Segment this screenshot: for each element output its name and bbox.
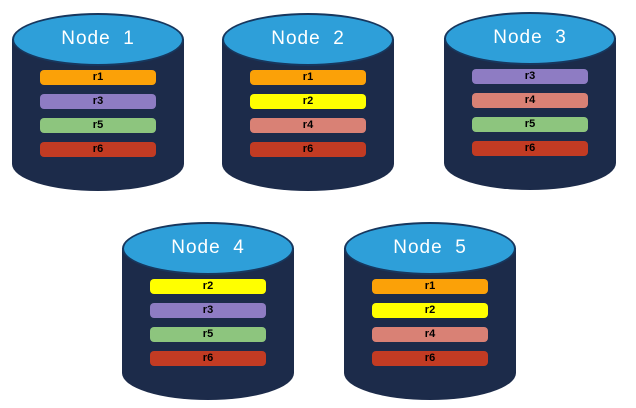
node-label: Node 1 xyxy=(61,27,135,49)
node-label: Node 2 xyxy=(271,27,345,49)
replica-label: r2 xyxy=(302,95,314,107)
replica-label: r3 xyxy=(524,70,536,82)
replica-bar: r5 xyxy=(472,117,588,132)
replica-label: r4 xyxy=(524,94,536,106)
replica-label: r2 xyxy=(424,304,436,316)
replica-label: r1 xyxy=(424,280,436,292)
replica-bar: r1 xyxy=(372,279,488,294)
replica-label: r1 xyxy=(92,71,104,83)
replica-label: r1 xyxy=(302,71,314,83)
replica-list: r3 r4 r5 r6 xyxy=(472,69,588,156)
replica-list: r1 r3 r5 r6 xyxy=(40,70,156,157)
cylinder-top: Node 2 xyxy=(222,13,394,66)
cylinder-top: Node 5 xyxy=(344,222,516,275)
replica-list: r1 r2 r4 r6 xyxy=(372,279,488,366)
node-label: Node 4 xyxy=(171,236,245,258)
replica-label: r4 xyxy=(302,119,314,131)
replica-label: r5 xyxy=(92,119,104,131)
replica-bar: r2 xyxy=(372,303,488,318)
replica-list: r1 r2 r4 r6 xyxy=(250,70,366,157)
replica-bar: r5 xyxy=(40,118,156,133)
replica-bar: r6 xyxy=(250,142,366,157)
cylinder-top: Node 1 xyxy=(12,13,184,66)
replica-bar: r4 xyxy=(472,93,588,108)
replica-bar: r1 xyxy=(250,70,366,85)
replica-bar: r4 xyxy=(372,327,488,342)
replica-label: r5 xyxy=(202,328,214,340)
replica-bar: r3 xyxy=(472,69,588,84)
replica-label: r6 xyxy=(202,352,214,364)
replica-bar: r2 xyxy=(250,94,366,109)
database-node: Node 4 r2 r3 r5 r6 xyxy=(122,222,294,400)
replica-bar: r2 xyxy=(150,279,266,294)
replica-label: r2 xyxy=(202,280,214,292)
replica-bar: r3 xyxy=(40,94,156,109)
replica-bar: r6 xyxy=(150,351,266,366)
replica-label: r6 xyxy=(424,352,436,364)
replica-label: r3 xyxy=(92,95,104,107)
replica-bar: r6 xyxy=(472,141,588,156)
node-label: Node 3 xyxy=(493,26,567,48)
replica-label: r4 xyxy=(424,328,436,340)
cylinder-top: Node 4 xyxy=(122,222,294,275)
replica-bar: r5 xyxy=(150,327,266,342)
replica-bar: r4 xyxy=(250,118,366,133)
replica-list: r2 r3 r5 r6 xyxy=(150,279,266,366)
replica-label: r5 xyxy=(524,118,536,130)
database-node: Node 1 r1 r3 r5 r6 xyxy=(12,13,184,191)
replica-label: r6 xyxy=(524,142,536,154)
replica-bar: r6 xyxy=(372,351,488,366)
replica-bar: r3 xyxy=(150,303,266,318)
database-node: Node 5 r1 r2 r4 r6 xyxy=(344,222,516,400)
database-node: Node 2 r1 r2 r4 r6 xyxy=(222,13,394,191)
cylinder-top: Node 3 xyxy=(444,12,616,65)
replica-bar: r6 xyxy=(40,142,156,157)
replica-label: r6 xyxy=(92,143,104,155)
replica-label: r3 xyxy=(202,304,214,316)
replica-label: r6 xyxy=(302,143,314,155)
database-node: Node 3 r3 r4 r5 r6 xyxy=(444,12,616,190)
node-label: Node 5 xyxy=(393,236,467,258)
replica-bar: r1 xyxy=(40,70,156,85)
